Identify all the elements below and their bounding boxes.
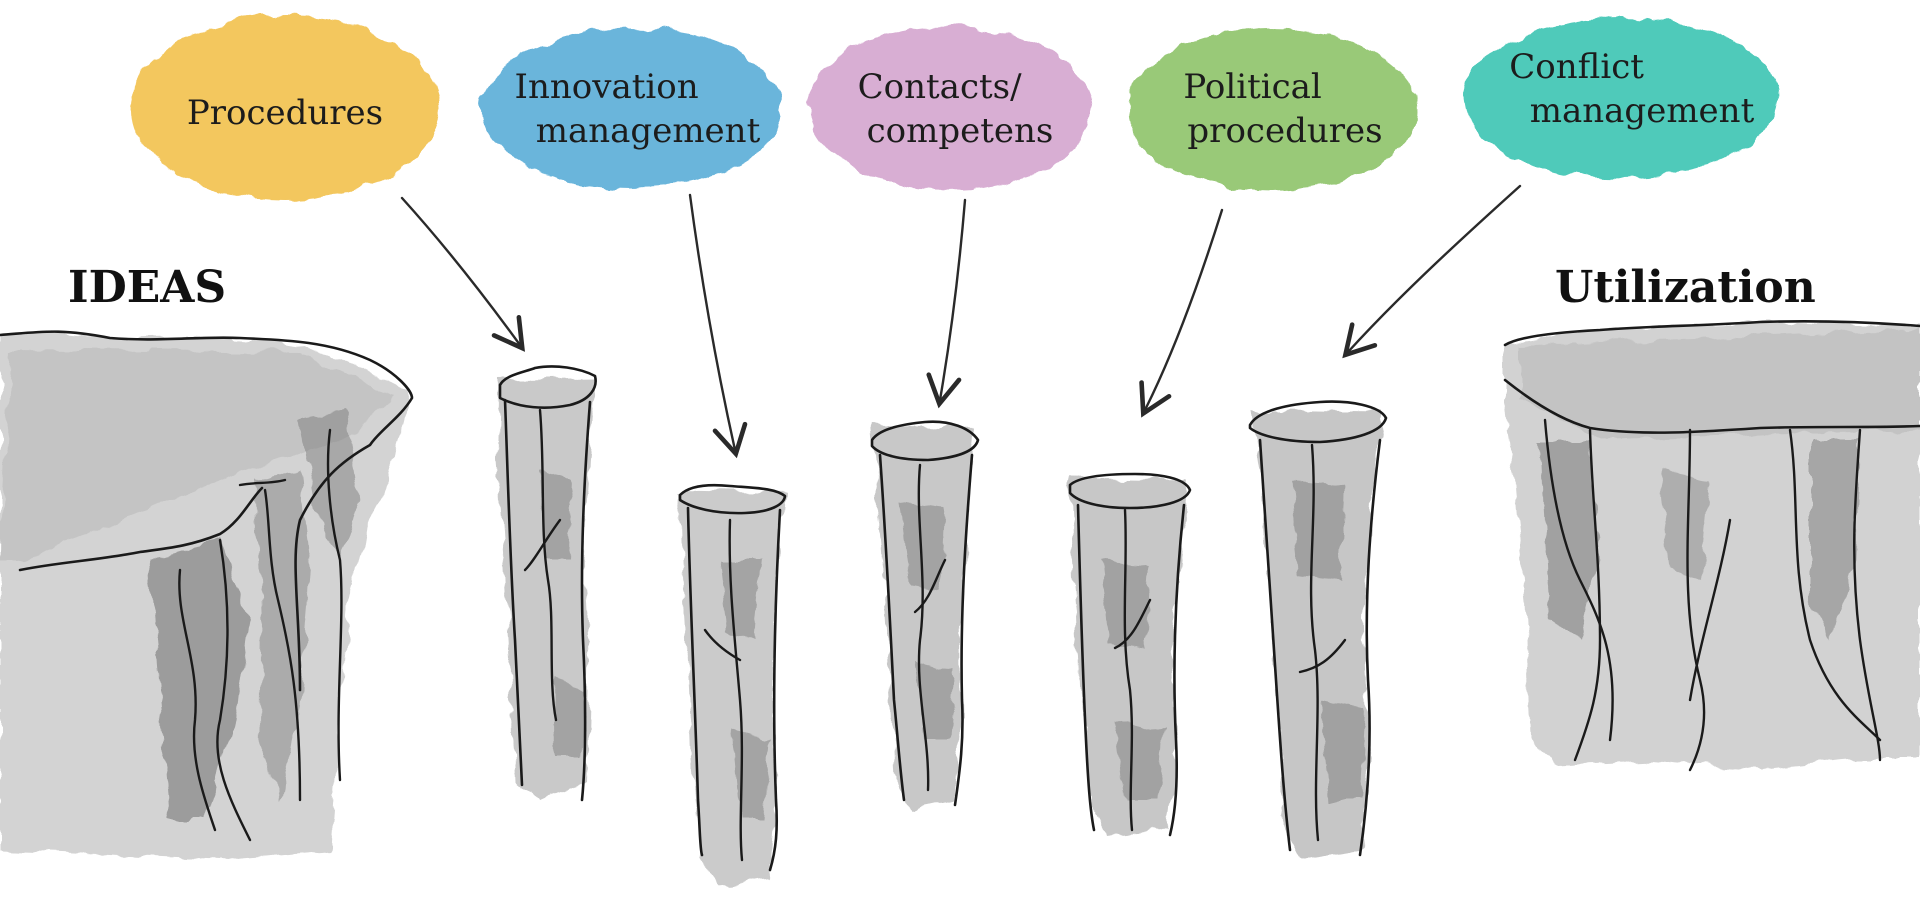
bubble-contacts-competens-line-1: Contacts/ xyxy=(858,67,1022,107)
bubble-political-procedures-line-2: procedures xyxy=(1187,111,1382,151)
bubble-procedures-label: Procedures xyxy=(187,93,383,133)
left-cliff xyxy=(0,330,412,860)
bubble-political-procedures: Political procedures xyxy=(1127,28,1417,192)
bubble-contacts-competens: Contacts/ competens xyxy=(808,26,1092,190)
arrow-contacts-competens xyxy=(940,200,965,400)
bubble-innovation-management-line-1: Innovation xyxy=(515,67,699,107)
left-cliff-shading xyxy=(0,330,410,860)
bubble-conflict-management-line-2: management xyxy=(1530,91,1755,131)
pillar-3 xyxy=(872,422,978,810)
pillar-5 xyxy=(1250,402,1386,860)
bubble-innovation-management: Innovation management xyxy=(482,28,782,188)
bubble-innovation-management-line-2: management xyxy=(536,111,761,151)
bubble-political-procedures-wash xyxy=(1127,28,1417,192)
utilization-label: Utilization xyxy=(1555,262,1816,313)
bubbles: Procedures Innovation management Contact… xyxy=(130,16,1778,200)
bubble-innovation-management-wash xyxy=(482,28,782,188)
bubble-political-procedures-line-1: Political xyxy=(1183,67,1321,107)
pillar-4 xyxy=(1070,474,1190,835)
bubble-procedures-line-1: Procedures xyxy=(187,93,383,133)
arrow-innovation-management xyxy=(690,195,735,450)
bubble-contacts-competens-wash xyxy=(808,26,1092,190)
ideas-label: IDEAS xyxy=(68,262,226,313)
arrow-procedures xyxy=(402,198,520,345)
bubble-conflict-management-line-1: Conflict xyxy=(1509,47,1644,87)
arrow-political-procedures xyxy=(1145,210,1222,410)
pillar-2 xyxy=(680,485,785,885)
pillar-1 xyxy=(498,366,596,800)
right-cliff xyxy=(1505,321,1920,770)
bubble-conflict-management: Conflict management xyxy=(1462,18,1778,178)
arrow-conflict-management xyxy=(1348,186,1520,352)
bubble-procedures: Procedures xyxy=(130,16,440,200)
bubble-contacts-competens-line-2: competens xyxy=(867,111,1054,151)
